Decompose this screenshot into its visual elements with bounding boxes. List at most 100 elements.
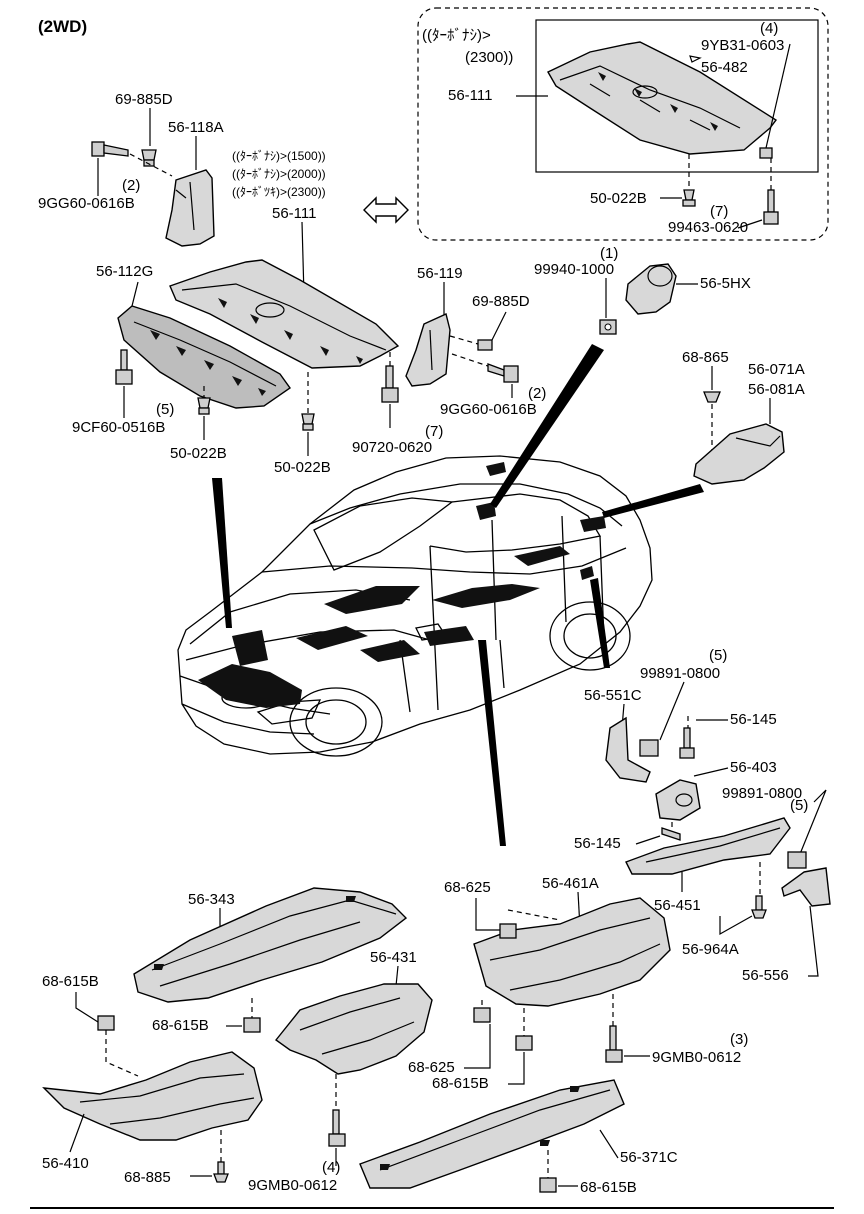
label-56-112G: 56-112G [96,263,153,280]
label-68-625-a: 68-625 [444,879,491,896]
label-69-885D-top: 69-885D [115,91,173,108]
label-qty3: (3) [730,1031,748,1048]
label-qty4-b: (4) [322,1159,340,1176]
shield-56-112G [117,305,291,409]
label-9GMB0-0612-a: 9GMB0-0612 [652,1049,741,1066]
heat-shield-56-431 [274,983,433,1075]
label-68-615B-b: 68-615B [152,1017,209,1034]
clip-69-885D-top [141,149,157,167]
label-68-615B-c: 68-615B [432,1075,489,1092]
nut-68-615B-c [515,1035,533,1051]
label-56-451: 56-451 [654,897,701,914]
vehicle-body [177,455,653,757]
label-56-461A: 56-461A [542,875,599,892]
nut-99891-0800-b [787,851,807,869]
label-56-111-main: 56-111 [272,205,316,222]
clip-68-865 [703,391,721,403]
bar-56-451 [625,817,791,875]
label-69-885D-mid: 69-885D [472,293,530,310]
label-56-482: 56-482 [701,59,748,76]
bolt-9GG60-0616B-left [91,141,129,157]
label-68-625-b: 68-625 [408,1059,455,1076]
grommet-68-625-a [499,923,517,939]
variant-label-2000: ((ﾀｰﾎﾞﾅｼ)>(2000)) [232,167,326,181]
cover-56-5HX [625,263,677,315]
label-56-111-box: 56-111 [448,87,492,104]
clip-69-885D-mid [477,339,493,351]
label-99463-0620: 99463-0620 [668,219,748,236]
label-68-865: 68-865 [682,349,729,366]
label-56-071A: 56-071A [748,361,805,378]
label-90720-0620: 90720-0620 [352,439,432,456]
label-56-119: 56-119 [417,265,463,282]
label-68-885: 68-885 [124,1169,171,1186]
clip-9YB31-0603 [759,147,773,159]
label-qty5-c: (5) [790,797,808,814]
label-56-551C: 56-551C [584,687,642,704]
bolt-90720-0620 [381,365,399,403]
clip-68-885 [213,1161,229,1183]
label-56-118A: 56-118A [168,119,224,136]
heat-shield-56-410 [42,1051,263,1141]
label-56-145-a: 56-145 [730,711,777,728]
label-56-5HX: 56-5HX [700,275,751,292]
bracket-56-119 [405,313,451,387]
bolt-9GMB0-0612-b [328,1109,346,1147]
label-50-022B-box: 50-022B [590,190,647,207]
pointer-wedges [212,344,704,846]
clip-56-964A [751,895,767,919]
bolt-99463-0620 [763,189,779,225]
label-9GG60-0616B-b: 9GG60-0616B [440,401,537,418]
bolt-56-145-b [661,827,681,841]
label-56-964A: 56-964A [682,941,739,958]
label-50-022B-b: 50-022B [274,459,331,476]
label-99891-0800-b: 99891-0800 [722,785,802,802]
turbo-box-header-1: ((ﾀｰﾎﾞﾅｼ)> [422,27,491,44]
clip-50-022B-a [197,397,211,415]
diagram-title: (2WD) [38,17,87,36]
label-qty7-b: (7) [425,423,443,440]
bracket-56-551C [605,716,651,783]
nut-99940-1000 [599,319,617,335]
nut-68-615B-d [539,1177,557,1193]
label-56-081A: 56-081A [748,381,805,398]
label-56-556: 56-556 [742,967,789,984]
label-56-431: 56-431 [370,949,417,966]
bracket-56-556 [781,867,831,907]
variant-label-2300: ((ﾀｰﾎﾞﾂｷ)>(2300)) [232,185,326,199]
clip-50-022B-box [682,189,696,207]
grommet-68-625-b [473,1007,491,1023]
bracket-56-118A [165,169,215,247]
bolt-9GG60-0616B-right [487,363,519,383]
label-qty2-a: (2) [122,177,140,194]
label-99891-0800-a: 99891-0800 [640,665,720,682]
tunnel-cover-56-343 [133,887,408,1003]
bolt-9CF60-0516B [115,349,133,385]
label-56-403: 56-403 [730,759,777,776]
label-56-371C: 56-371C [620,1149,678,1166]
nut-68-615B-a [97,1015,115,1031]
nut-68-615B-b [243,1017,261,1033]
undercover-56-111-box-part [547,41,778,155]
label-68-615B-d: 68-615B [580,1179,637,1196]
clip-50-022B-b [301,413,315,431]
label-qty5-b: (5) [709,647,727,664]
undercover-56-111 [169,259,400,369]
nut-99891-0800-a [639,739,659,757]
label-9YB31-0603: 9YB31-0603 [701,37,784,54]
label-9GMB0-0612-b: 9GMB0-0612 [248,1177,337,1194]
heat-shield-56-461A [473,897,671,1007]
bolt-9GMB0-0612-a [605,1025,623,1063]
label-56-410: 56-410 [42,1155,89,1172]
label-99940-1000: 99940-1000 [534,261,614,278]
label-9CF60-0516B: 9CF60-0516B [72,419,165,436]
label-qty4-box: (4) [760,20,778,37]
turbo-box-header-2: (2300)) [465,49,513,66]
bracket-56-403 [655,779,701,821]
label-qty1: (1) [600,245,618,262]
label-56-145-b: 56-145 [574,835,621,852]
cover-56-071A [693,423,785,485]
label-56-343: 56-343 [188,891,235,908]
turbo-variant-box: ((ﾀｰﾎﾞﾅｼ)> (2300)) (4) 9YB31-0603 56-482… [417,7,829,241]
